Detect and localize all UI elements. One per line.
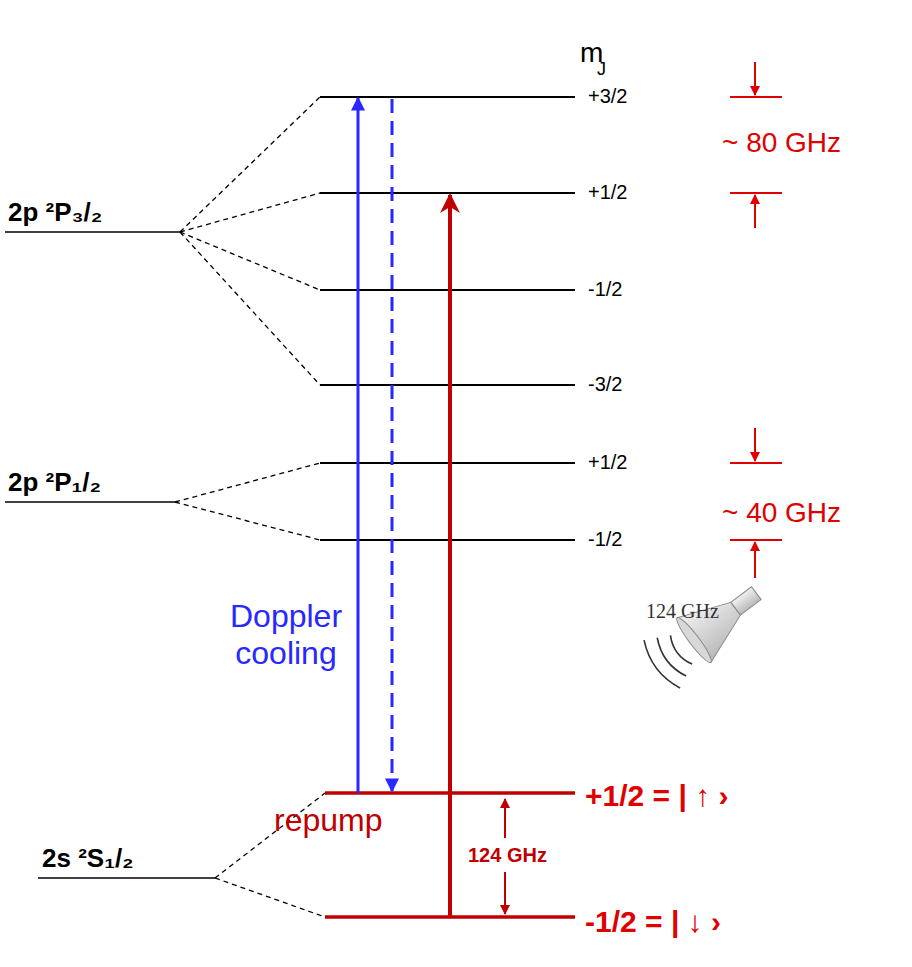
bracket-arrow — [754, 195, 756, 228]
horn-antenna — [638, 569, 774, 692]
term-label: 2p ²P₁/₂ — [8, 468, 101, 497]
fan-line — [180, 232, 320, 385]
energy-level — [320, 96, 575, 98]
sublevel-label: -1/2 — [588, 278, 622, 300]
fan-line — [180, 232, 320, 290]
fan-line — [175, 463, 320, 502]
sublevel-label: +3/2 — [588, 85, 627, 107]
qubit-state-label: +1/2 = | ↑ › — [585, 779, 728, 812]
bracket-tick — [730, 539, 782, 541]
bracket-tick — [730, 192, 782, 194]
splitting-arrow — [504, 872, 506, 914]
horn-label: 124 GHz — [646, 600, 719, 622]
term-label: 2p ²P₃/₂ — [8, 198, 102, 227]
term-underline — [5, 231, 180, 233]
quantum-number-subscript: J — [597, 60, 606, 80]
emission-arrow — [391, 99, 394, 791]
horn-mouth — [673, 615, 715, 666]
bracket-arrow — [754, 542, 756, 578]
wave-arc — [638, 640, 680, 692]
sublevel-label: +1/2 — [588, 181, 627, 203]
splitting-label: ~ 40 GHz — [722, 498, 841, 529]
repump-arrow — [448, 195, 452, 917]
fan-line — [215, 878, 325, 917]
horn-flare — [677, 586, 752, 662]
qubit-state-label: -1/2 = | ↓ › — [585, 905, 721, 938]
fan-line — [175, 502, 320, 540]
bracket-tick — [730, 96, 782, 98]
cooling-arrow — [357, 98, 360, 793]
bracket-arrow — [754, 62, 756, 95]
term-underline — [38, 877, 215, 879]
fan-line — [180, 97, 320, 232]
microwave-waves — [638, 626, 699, 693]
zeeman-fan — [175, 97, 325, 917]
splitting-label: ~ 80 GHz — [722, 128, 841, 159]
sublevel-label: +1/2 — [588, 451, 627, 473]
wave-arc — [666, 635, 692, 667]
splitting-arrow — [504, 799, 506, 838]
term-underline — [5, 501, 175, 503]
splitting-label: 124 GHz — [468, 844, 547, 866]
transition-label: repump — [274, 803, 383, 838]
term-label: 2s ²S₁/₂ — [42, 844, 134, 873]
fan-line — [180, 193, 320, 232]
sublevel-label: -1/2 — [588, 528, 622, 550]
transition-label: Doppler cooling — [218, 598, 354, 672]
sublevel-label: -3/2 — [588, 373, 622, 395]
bracket-arrow — [754, 428, 756, 461]
wave-arc — [652, 638, 686, 680]
bracket-tick — [730, 462, 782, 464]
